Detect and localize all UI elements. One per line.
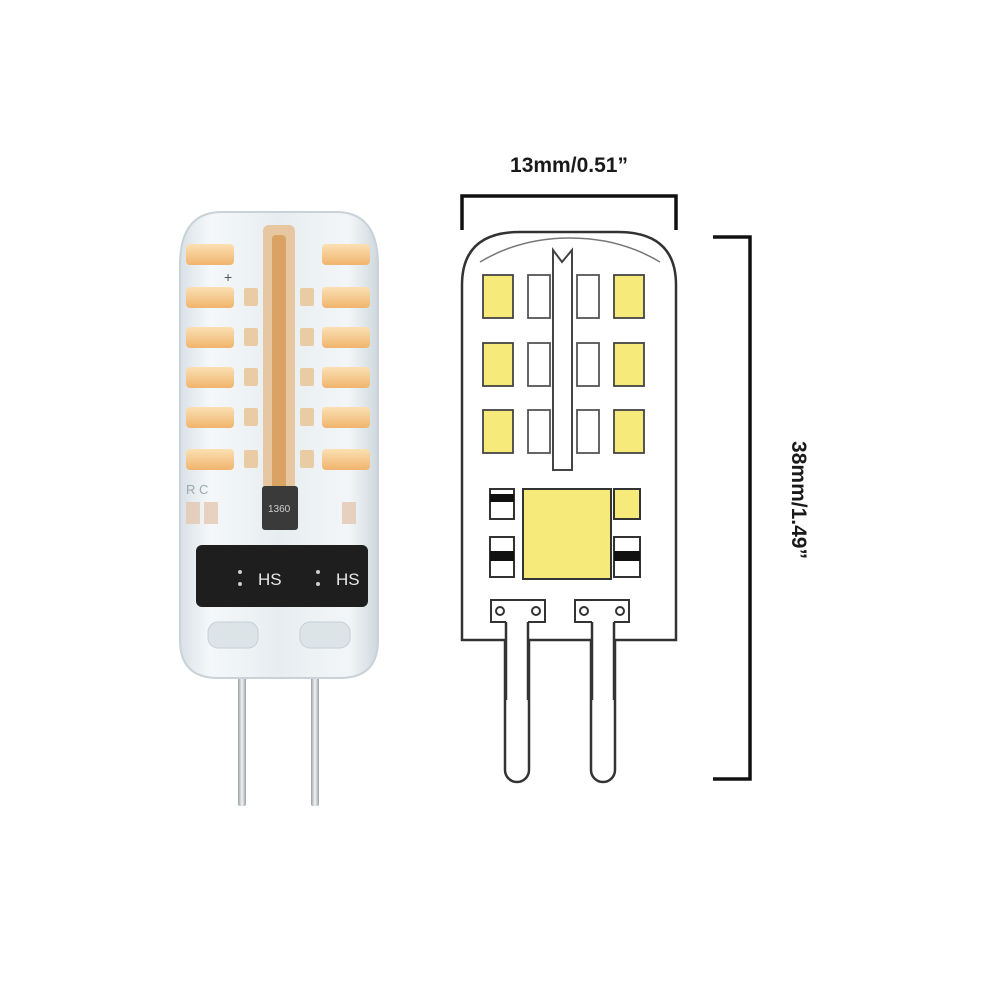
photo-pin-right (311, 670, 319, 806)
photo-chip-marking: HS (258, 570, 282, 589)
width-label: 13mm/0.51” (510, 154, 628, 177)
diagram-components-left (489, 488, 515, 578)
height-label: 38mm/1.49” (787, 441, 810, 559)
diagram-components-right (613, 488, 641, 578)
diagram-led-column-right (613, 274, 645, 454)
photo-led-column-left (186, 244, 234, 470)
photo-led-column-right (322, 244, 370, 470)
photo-driver-chip (196, 545, 368, 607)
photo-polarity-plus: + (224, 269, 232, 285)
diagram-pin-sockets (490, 599, 630, 623)
photo-component-marking: 1360 (268, 504, 291, 515)
width-dimension: 13mm/0.51” (460, 154, 678, 230)
diagram-center-strip (552, 247, 573, 471)
photo-component (262, 486, 298, 530)
diagram-bulb (460, 230, 678, 784)
photo-chip-marking-2: HS (336, 570, 360, 589)
diagram-led-column-left (482, 274, 514, 454)
height-dimension: 38mm/1.49” (713, 235, 810, 781)
photo-led-column-inner (244, 288, 314, 468)
photo-pin-left (238, 670, 246, 806)
photo-board-letters: R C (186, 482, 208, 497)
diagram-cells-inner (527, 274, 600, 454)
diagram-main-chip (522, 488, 612, 580)
photo-bulb: + R C 1360 HS HS (179, 211, 379, 806)
